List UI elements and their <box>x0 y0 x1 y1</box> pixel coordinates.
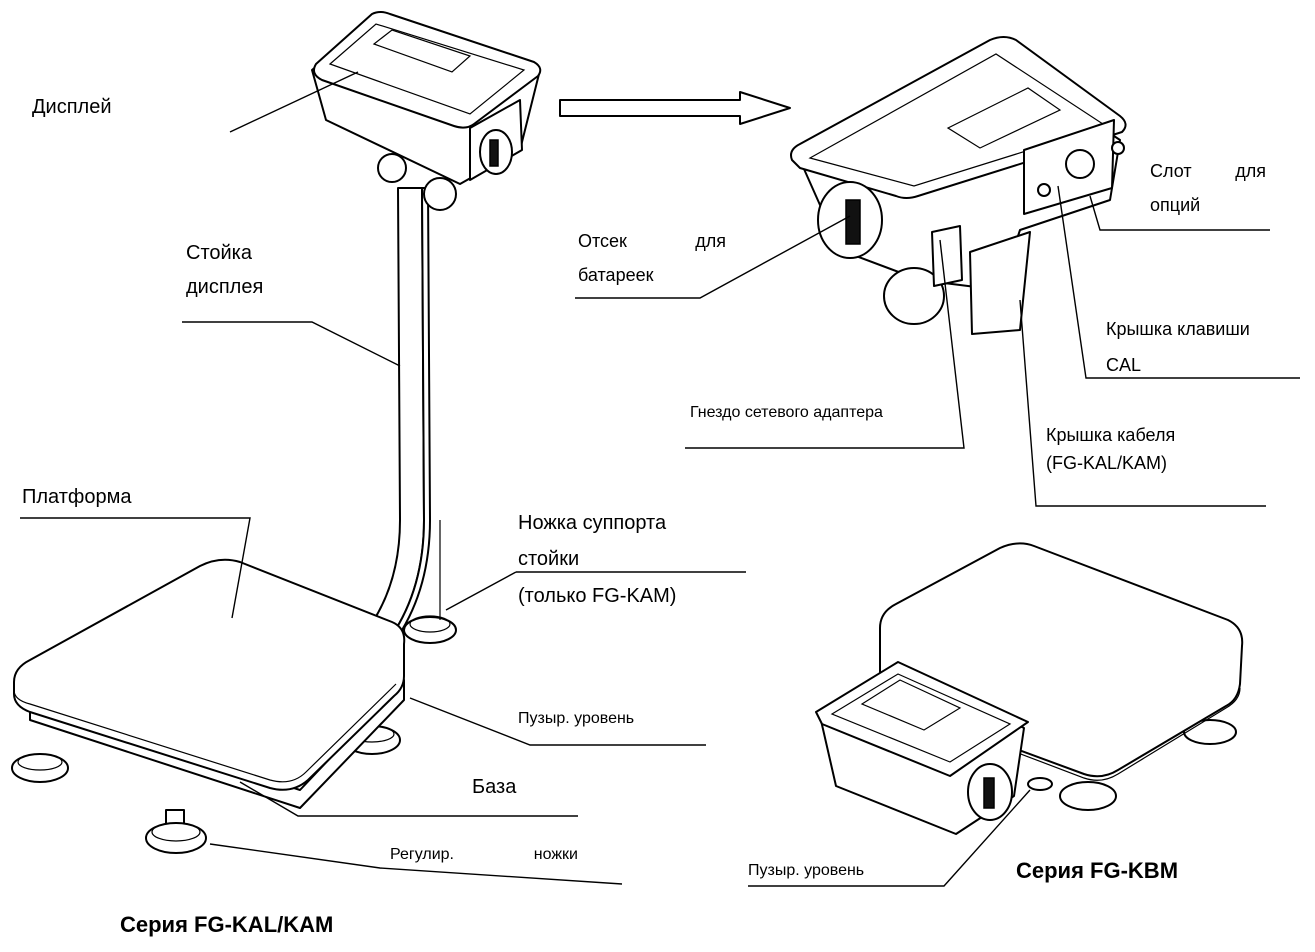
label-support-leg-line1: Ножка суппорта <box>518 512 667 534</box>
label-ac-adapter: Гнездо сетевого адаптера <box>690 404 883 421</box>
label-cal-cover-line2: CAL <box>1106 355 1142 375</box>
title-kal-kam: Серия FG-KAL/KAM <box>120 912 334 937</box>
label-bubble-level-left: Пузыр. уровень <box>518 710 635 727</box>
label-platform: Платформа <box>22 486 132 508</box>
label-adjust-feet: Регулир. ножки <box>390 844 578 866</box>
enlarge-arrow <box>559 91 791 125</box>
label-base: База <box>472 776 517 798</box>
display-post <box>349 187 425 661</box>
support-leg-foot <box>403 615 457 644</box>
label-battery-a: Отсек <box>578 231 627 251</box>
label-support-leg-line2: стойки <box>518 548 580 570</box>
label-cal-cover-line1: Крышка клавиши <box>1106 319 1250 339</box>
label-option-slot-a: Слот <box>1150 161 1192 181</box>
adjust-foot-front <box>145 809 207 854</box>
label-adjust-feet-b: ножки <box>533 846 578 863</box>
label-display-post-line2: дисплея <box>186 276 264 298</box>
title-kbm: Серия FG-KBM <box>1016 858 1179 883</box>
label-battery-line1: Отсек для <box>578 230 726 252</box>
kbm-scale-drawing <box>815 542 1244 835</box>
label-cable-cover-line1: Крышка кабеля <box>1046 425 1176 445</box>
display-enlarged-drawing <box>559 36 1127 335</box>
label-adjust-feet-a: Регулир. <box>390 846 454 863</box>
display-head <box>311 11 542 185</box>
label-cable-cover-line2: (FG-KAL/KAM) <box>1046 453 1168 473</box>
leader-lines <box>20 71 1300 887</box>
label-bubble-level-right: Пузыр. уровень <box>748 862 865 879</box>
adjust-foot-back-left <box>11 753 69 783</box>
kal-kam-scale-drawing <box>11 11 542 854</box>
label-battery-b: для <box>695 231 726 251</box>
label-option-slot-line2: опций <box>1150 195 1201 215</box>
label-support-leg-line3: (только FG-KAM) <box>518 585 677 607</box>
label-display-post-line1: Стойка <box>186 242 252 264</box>
label-display: Дисплей <box>32 96 112 118</box>
label-option-slot-line1: Слот для <box>1150 160 1266 182</box>
platform-top <box>13 558 406 791</box>
label-option-slot-b: для <box>1235 161 1266 181</box>
label-battery-line2: батареек <box>578 265 654 285</box>
